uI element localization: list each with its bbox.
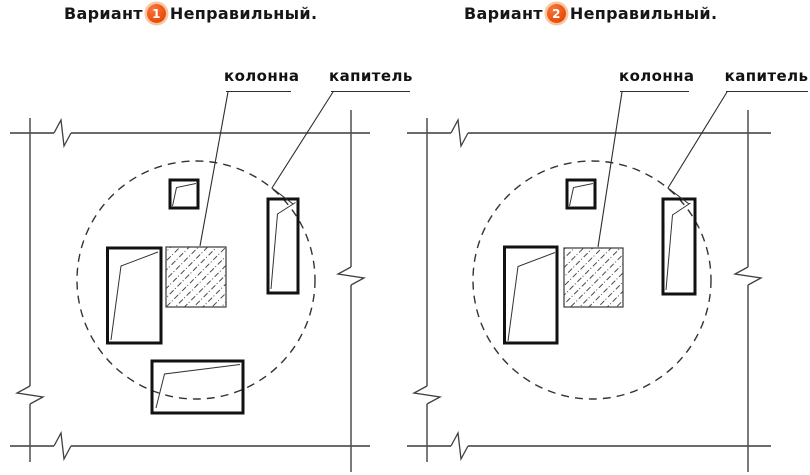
variant-2-title: Вариант 2 Неправильный. xyxy=(464,4,717,23)
break-mark-icon xyxy=(53,117,72,149)
column-hatched-square xyxy=(165,246,227,308)
variant-2-capital-label: капитель xyxy=(724,67,809,85)
variant-1-equipment xyxy=(106,178,300,415)
equipment-rect-left xyxy=(106,246,163,345)
break-mark-icon xyxy=(450,117,469,149)
variant-1-title-suffix: Неправильный. xyxy=(169,4,318,23)
variant-2-equipment xyxy=(503,178,697,345)
equipment-rect-bottom xyxy=(150,359,245,415)
variant-1-capital-label: капитель xyxy=(329,67,413,85)
variant-1-leaders xyxy=(199,90,410,247)
column-leader-line xyxy=(199,91,229,247)
equipment-mark xyxy=(665,202,691,291)
variant-2-number-badge: 2 xyxy=(546,4,566,23)
variant-1-grid-verticals xyxy=(29,110,352,472)
variant-2-drawing xyxy=(407,90,808,472)
equipment-rect-small xyxy=(168,178,200,210)
equipment-mark xyxy=(270,202,296,290)
variant-1-column-label: колонна xyxy=(224,67,300,85)
variant-2-leaders xyxy=(597,90,808,248)
equipment-rect-small xyxy=(565,178,597,210)
variant-1-equipment-marks xyxy=(110,183,296,409)
variant-1-title: Вариант 1 Неправильный. xyxy=(64,4,317,23)
variant-2-grid-verticals xyxy=(426,110,749,472)
break-mark-icon xyxy=(732,266,764,286)
break-mark-icon xyxy=(53,430,72,462)
variant-2-break-marks xyxy=(411,117,764,462)
equipment-rect-tall xyxy=(266,197,300,295)
break-mark-icon xyxy=(14,385,46,405)
variant-1-number-badge: 1 xyxy=(146,4,166,23)
break-mark-icon xyxy=(335,266,367,286)
capital-leader-line xyxy=(271,91,334,205)
equipment-mark xyxy=(110,251,159,341)
break-mark-icon xyxy=(411,385,443,405)
variant-2-grid-lines xyxy=(407,132,771,447)
equipment-mark xyxy=(155,364,241,409)
equipment-mark xyxy=(507,252,556,342)
equipment-mark xyxy=(172,183,197,207)
variant-1-title-prefix: Вариант xyxy=(64,4,143,23)
equipment-rect-tall xyxy=(661,197,697,296)
capital-dashed-circle xyxy=(76,160,316,400)
variant-1-drawing xyxy=(10,90,410,472)
capital-leader-line xyxy=(667,91,728,205)
break-mark-icon xyxy=(450,430,469,462)
equipment-rect-left xyxy=(503,245,559,345)
variant-2-equipment-marks xyxy=(507,183,691,342)
variant-1-break-marks xyxy=(14,117,367,462)
column-leader-line xyxy=(597,91,623,248)
variant-2-column-label: колонна xyxy=(619,67,695,85)
variant-2-title-suffix: Неправильный. xyxy=(569,4,718,23)
column-hatched-square xyxy=(563,247,624,308)
equipment-mark xyxy=(569,183,594,207)
variant-2-title-prefix: Вариант xyxy=(464,4,543,23)
capital-dashed-circle xyxy=(472,160,712,400)
